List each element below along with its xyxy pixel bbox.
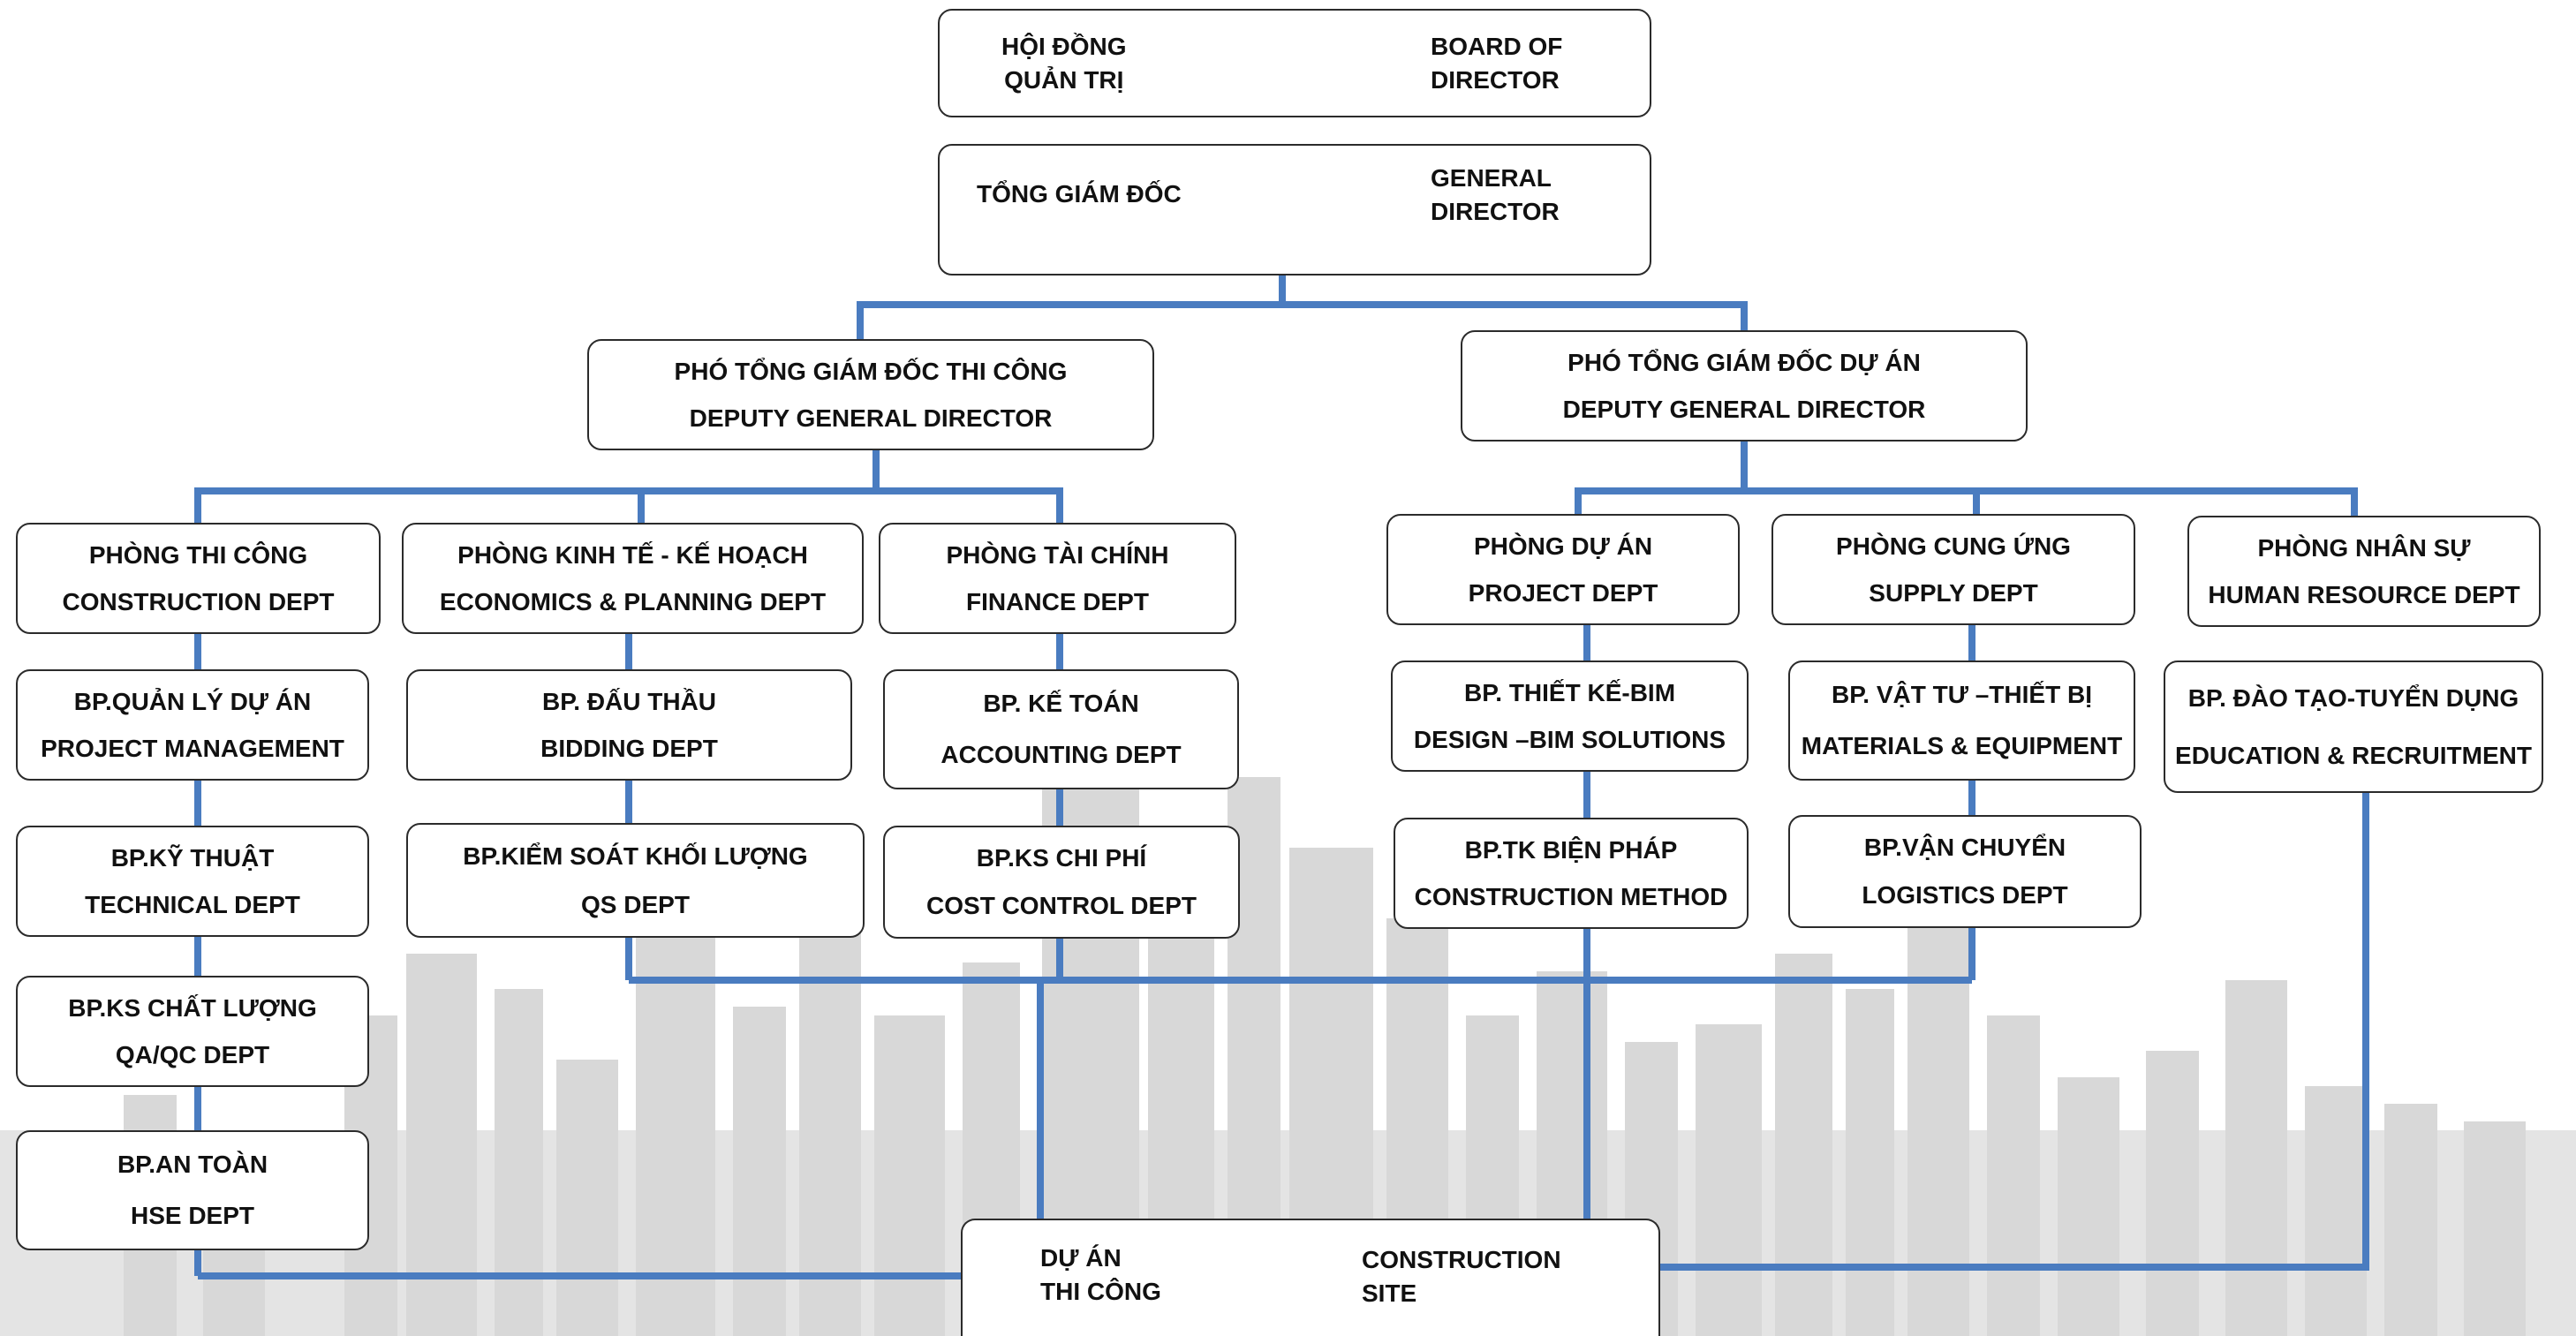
unit-label-vi: BP. ĐÀO TẠO-TUYỂN DỤNG xyxy=(2187,683,2519,712)
unit-technical-box: BP.KỸ THUẬT TECHNICAL DEPT xyxy=(16,826,369,937)
deputy-construction-en: DEPUTY GENERAL DIRECTOR xyxy=(689,404,1053,432)
unit-label-en: QA/QC DEPT xyxy=(115,1040,270,1068)
dept-label-en: HUMAN RESOURCE DEPT xyxy=(2208,580,2520,608)
deputy-construction-box: PHÓ TỔNG GIÁM ĐỐC THI CÔNG DEPUTY GENERA… xyxy=(587,339,1154,450)
dept-label-en: CONSTRUCTION DEPT xyxy=(62,587,335,615)
deputy-construction-vi: PHÓ TỔNG GIÁM ĐỐC THI CÔNG xyxy=(674,357,1068,385)
construction-site-label-en: CONSTRUCTION SITE xyxy=(1362,1246,1561,1307)
dept-label-en: FINANCE DEPT xyxy=(966,587,1149,615)
unit-label-en: COST CONTROL DEPT xyxy=(926,892,1197,919)
unit-qs-box: BP.KIỂM SOÁT KHỐI LƯỢNG QS DEPT xyxy=(406,823,865,938)
deputy-project-box: PHÓ TỔNG GIÁM ĐỐC DỰ ÁN DEPUTY GENERAL D… xyxy=(1461,330,2028,442)
dept-label-en: SUPPLY DEPT xyxy=(1869,578,2038,607)
unit-label-en: BIDDING DEPT xyxy=(540,734,718,762)
dept-label-vi: PHÒNG KINH TẾ - KẾ HOẠCH xyxy=(457,540,808,569)
unit-label-en: TECHNICAL DEPT xyxy=(85,890,300,918)
unit-label-en: ACCOUNTING DEPT xyxy=(941,741,1182,768)
construction-site-label-vi: DỰ ÁN THI CÔNG xyxy=(1040,1244,1161,1305)
unit-label-vi: BP. THIẾT KẾ-BIM xyxy=(1463,678,1676,706)
general-director-label-vi: TỔNG GIÁM ĐỐC xyxy=(977,180,1182,208)
unit-label-en: MATERIALS & EQUIPMENT xyxy=(1801,732,2123,759)
gd-deputy-bus xyxy=(857,301,1748,339)
unit-label-vi: BP. KẾ TOÁN xyxy=(983,690,1139,717)
dept-human-resource-box: PHÒNG NHÂN SỰ HUMAN RESOURCE DEPT xyxy=(2187,516,2541,627)
unit-materials-equipment-box: BP. VẬT TƯ –THIẾT BỊ MATERIALS & EQUIPME… xyxy=(1788,660,2135,781)
unit-label-vi: BP.KIỂM SOÁT KHỐI LƯỢNG xyxy=(463,842,808,870)
unit-hse-box: BP.AN TOÀN HSE DEPT xyxy=(16,1130,369,1250)
unit-label-vi: BP.KS CHẤT LƯỢNG xyxy=(68,993,317,1022)
dept-label-vi: PHÒNG THI CÔNG xyxy=(88,540,308,569)
unit-label-en: PROJECT MANAGEMENT xyxy=(41,734,344,762)
board-of-director-box: HỘI ĐỒNG QUẢN TRỊ BOARD OF DIRECTOR xyxy=(938,9,1651,117)
unit-logistics-box: BP.VẬN CHUYỂN LOGISTICS DEPT xyxy=(1788,815,2142,928)
unit-bidding-box: BP. ĐẤU THẦU BIDDING DEPT xyxy=(406,669,852,781)
dept-label-vi: PHÒNG TÀI CHÍNH xyxy=(946,540,1169,569)
unit-label-en: DESIGN –BIM SOLUTIONS xyxy=(1413,725,1726,753)
dept-supply-box: PHÒNG CUNG ỨNG SUPPLY DEPT xyxy=(1771,514,2135,625)
dept-economics-planning-box: PHÒNG KINH TẾ - KẾ HOẠCH ECONOMICS & PLA… xyxy=(402,523,864,634)
dept-construction-box: PHÒNG THI CÔNG CONSTRUCTION DEPT xyxy=(16,523,381,634)
unit-label-vi: BP.KS CHI PHÍ xyxy=(976,844,1147,872)
unit-qaqc-box: BP.KS CHẤT LƯỢNG QA/QC DEPT xyxy=(16,976,369,1087)
dept-finance-box: PHÒNG TÀI CHÍNH FINANCE DEPT xyxy=(879,523,1236,634)
unit-education-recruitment-box: BP. ĐÀO TẠO-TUYỂN DỤNG EDUCATION & RECRU… xyxy=(2164,660,2543,793)
deputy-project-en: DEPUTY GENERAL DIRECTOR xyxy=(1562,395,1926,423)
dept-label-en: PROJECT DEPT xyxy=(1468,578,1658,607)
dept-project-box: PHÒNG DỰ ÁN PROJECT DEPT xyxy=(1386,514,1740,625)
unit-label-vi: BP.QUẢN LÝ DỰ ÁN xyxy=(73,687,312,715)
unit-label-en: EDUCATION & RECRUITMENT xyxy=(2175,741,2532,769)
unit-label-vi: BP.TK BIỆN PHÁP xyxy=(1464,835,1678,864)
unit-label-vi: BP. VẬT TƯ –THIẾT BỊ xyxy=(1832,681,2092,708)
general-director-label-en: GENERAL DIRECTOR xyxy=(1431,164,1560,225)
unit-label-en: CONSTRUCTION METHOD xyxy=(1414,882,1728,910)
dept-label-en: ECONOMICS & PLANNING DEPT xyxy=(439,587,827,615)
dept-bus-right xyxy=(1575,487,2358,521)
unit-project-management-box: BP.QUẢN LÝ DỰ ÁN PROJECT MANAGEMENT xyxy=(16,669,369,781)
unit-label-vi: BP.AN TOÀN xyxy=(117,1151,268,1178)
unit-label-vi: BP.VẬN CHUYỂN xyxy=(1863,834,2066,861)
unit-cost-control-box: BP.KS CHI PHÍ COST CONTROL DEPT xyxy=(883,826,1240,939)
dept-label-vi: PHÒNG NHÂN SỰ xyxy=(2257,533,2471,562)
unit-label-en: QS DEPT xyxy=(581,890,690,918)
unit-design-bim-box: BP. THIẾT KẾ-BIM DESIGN –BIM SOLUTIONS xyxy=(1391,660,1749,772)
col6-to-site xyxy=(1660,790,2369,1271)
dept-label-vi: PHÒNG CUNG ỨNG xyxy=(1836,532,2071,560)
construction-site-box: DỰ ÁN THI CÔNG CONSTRUCTION SITE xyxy=(961,1219,1660,1336)
general-director-box: TỔNG GIÁM ĐỐC GENERAL DIRECTOR xyxy=(938,144,1651,276)
unit-label-vi: BP.KỸ THUẬT xyxy=(110,843,275,872)
unit-label-vi: BP. ĐẤU THẦU xyxy=(541,687,717,715)
unit-accounting-box: BP. KẾ TOÁN ACCOUNTING DEPT xyxy=(883,669,1239,789)
unit-construction-method-box: BP.TK BIỆN PHÁP CONSTRUCTION METHOD xyxy=(1394,818,1749,929)
dept-bus-left xyxy=(194,487,1063,526)
unit-label-en: LOGISTICS DEPT xyxy=(1862,881,2068,909)
dept-label-vi: PHÒNG DỰ ÁN xyxy=(1473,532,1653,560)
deputy-project-vi: PHÓ TỔNG GIÁM ĐỐC DỰ ÁN xyxy=(1568,348,1921,376)
board-label-vi: HỘI ĐỒNG QUẢN TRỊ xyxy=(1001,33,1127,94)
unit-label-en: HSE DEPT xyxy=(130,1202,255,1229)
board-label-en: BOARD OF DIRECTOR xyxy=(1431,33,1563,94)
